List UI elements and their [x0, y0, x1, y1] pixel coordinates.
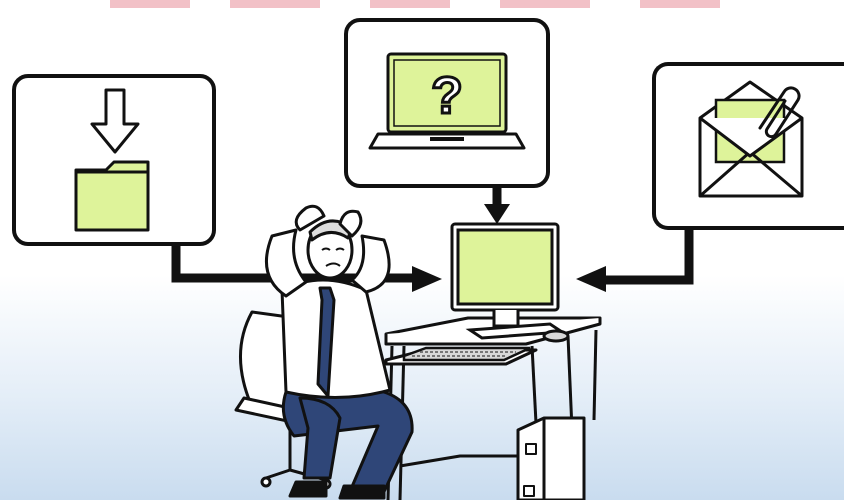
- question-mark-text: ?: [431, 67, 463, 125]
- email-attachment-icon: [698, 80, 804, 198]
- laptop-question-icon: ?: [368, 52, 526, 150]
- top-accent-bar: [110, 0, 720, 8]
- laptop-panel: [344, 18, 550, 188]
- arrow-right-head: [412, 266, 442, 292]
- arrow-left-head: [576, 266, 606, 292]
- arrow-down-head: [484, 204, 510, 224]
- worried-man-figure: [264, 204, 414, 500]
- pc-tower: [516, 416, 586, 500]
- connector-arrows: [171, 188, 694, 285]
- keyboard: [402, 346, 531, 362]
- desktop-monitor: [450, 222, 570, 343]
- download-folder-icon: [74, 88, 150, 232]
- download-panel: [12, 74, 216, 246]
